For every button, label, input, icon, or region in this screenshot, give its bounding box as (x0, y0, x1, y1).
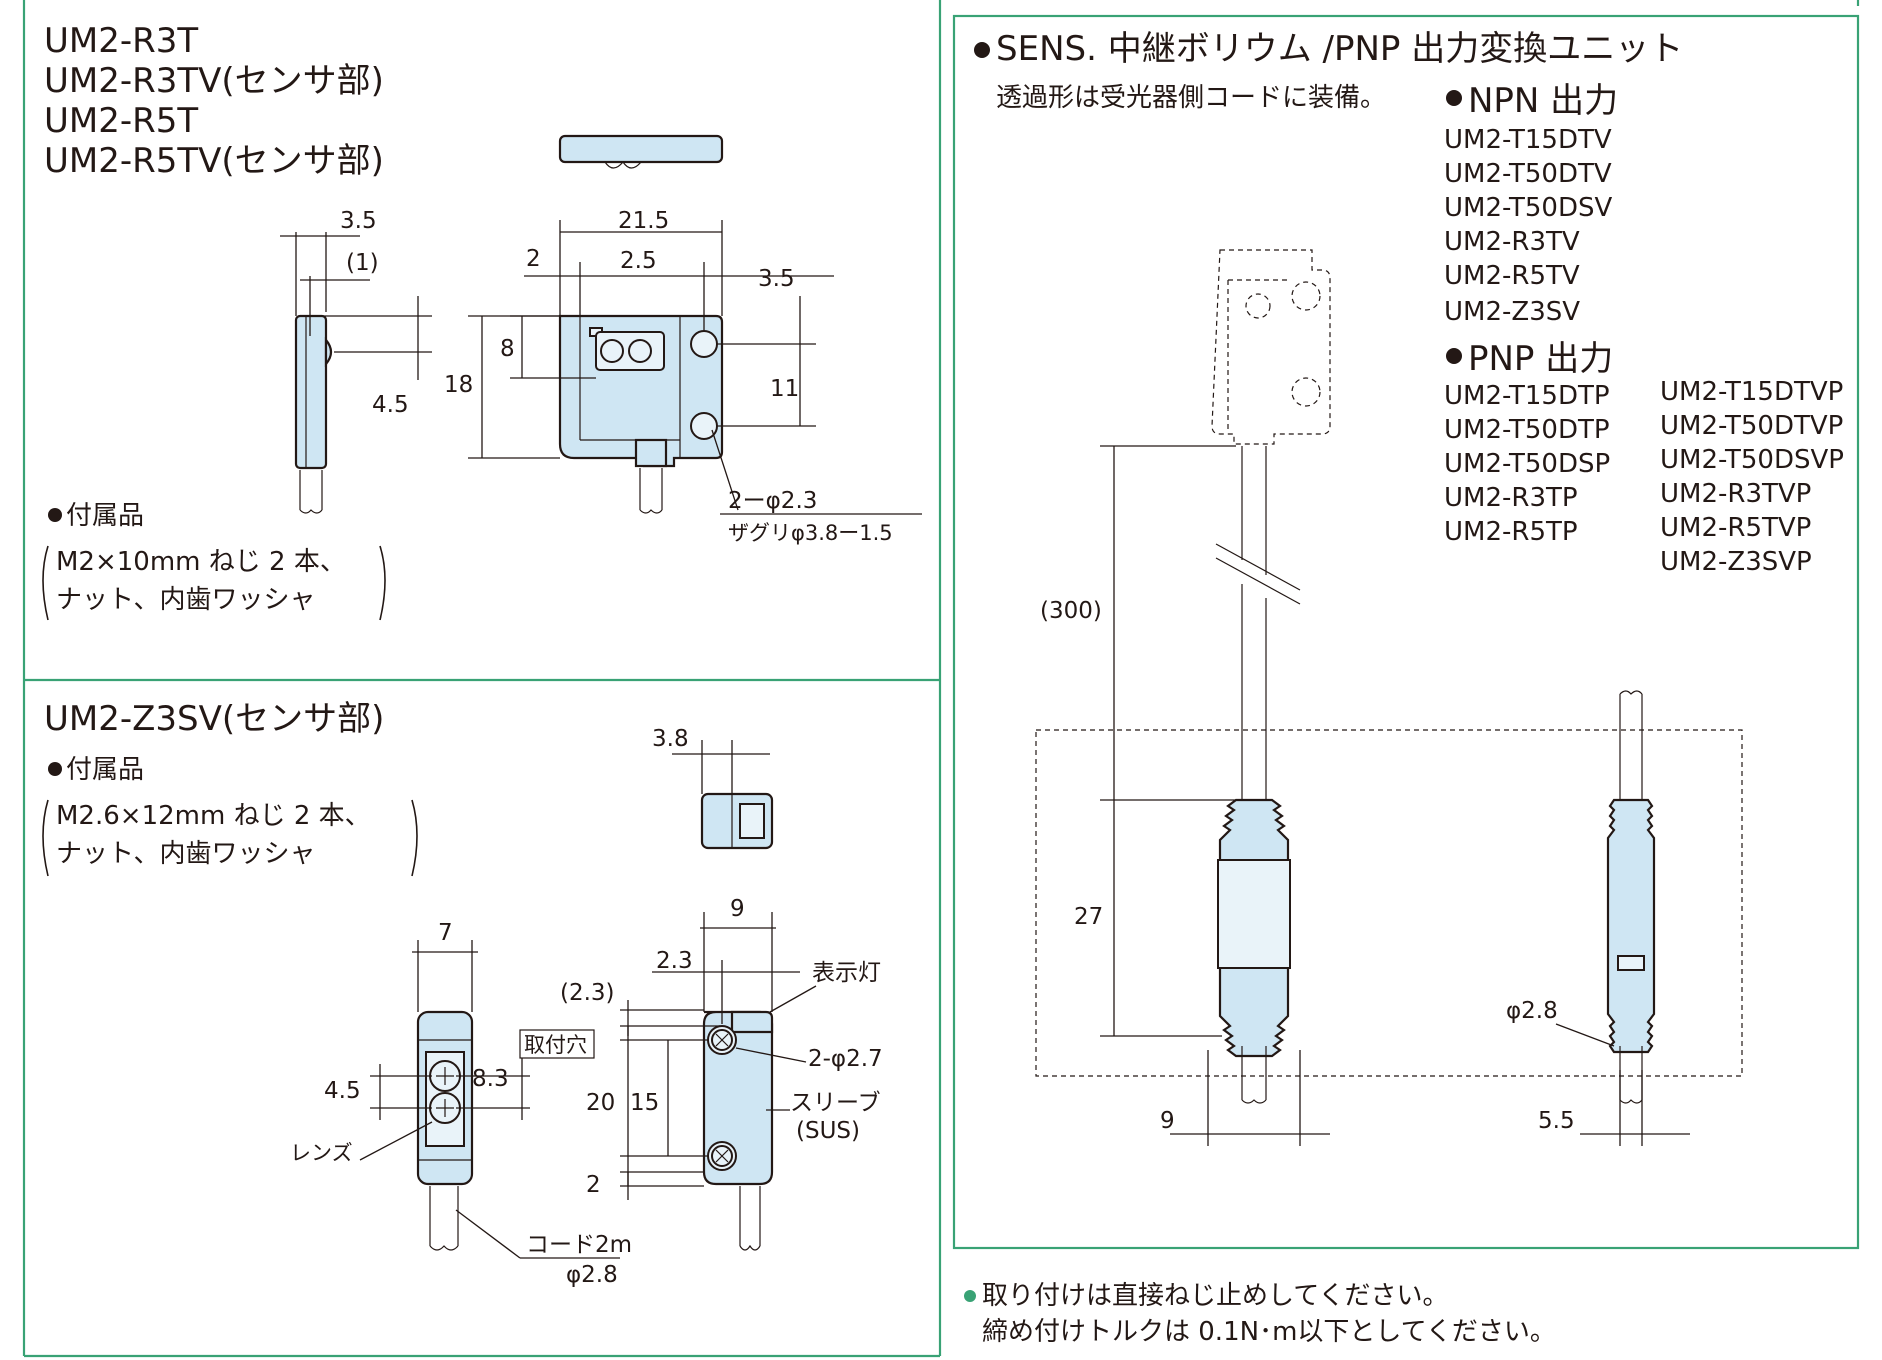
pnp-model: UM2-T50DSP (1444, 449, 1610, 479)
pnp-model: UM2-Z3SVP (1660, 547, 1812, 577)
z3-top-view (672, 740, 774, 850)
dim-2-3-paren: (2.3) (560, 980, 615, 1006)
model-title-1: UM2-R3T (44, 21, 198, 61)
accessory-heading-2: 付属品 (66, 755, 144, 785)
npn-model: UM2-T50DTV (1444, 159, 1612, 189)
accessory-line2-z3: ナット、内歯ワッシャ (56, 839, 315, 869)
dim-300: (300) (1040, 598, 1102, 624)
npn-model: UM2-Z3SV (1444, 297, 1580, 327)
lens-label: レンズ (290, 1141, 353, 1165)
dim-9-relay: 9 (1160, 1108, 1175, 1134)
hole-note-z3: 2-φ2.7 (808, 1046, 883, 1072)
pnp-model-list-b: UM2-T15DTVP UM2-T50DTVP UM2-T50DSVP UM2-… (1660, 377, 1844, 577)
npn-model: UM2-T15DTV (1444, 125, 1612, 155)
dim-4-5: 4.5 (372, 392, 409, 418)
accessory-line1: M2×10mm ねじ 2 本、 (56, 547, 346, 577)
model-title-z3sv: UM2-Z3SV(センサ部) (44, 699, 384, 739)
dim-21-5: 21.5 (618, 208, 669, 234)
accessory-line1-z3: M2.6×12mm ねじ 2 本、 (56, 801, 371, 831)
npn-model: UM2-R5TV (1444, 261, 1580, 291)
dim-3-8: 3.8 (652, 726, 689, 752)
relay-unit-side (1606, 690, 1656, 1104)
left-bottom-panel: UM2-Z3SV(センサ部) 付属品 M2.6×12mm ねじ 2 本、 ナット… (42, 699, 883, 1288)
dim-7: 7 (438, 920, 453, 946)
cord-label-2: φ2.8 (566, 1262, 618, 1288)
panel-frames (22, 0, 1860, 1358)
dim-27: 27 (1074, 904, 1103, 930)
pnp-model: UM2-T50DSVP (1660, 445, 1844, 475)
pnp-model: UM2-T15DTVP (1660, 377, 1843, 407)
model-title-3: UM2-R5T (44, 101, 198, 141)
sensor-side-view (280, 232, 432, 514)
right-subtitle: 透過形は受光器側コードに装備。 (996, 83, 1386, 113)
pnp-model: UM2-T50DTVP (1660, 411, 1843, 441)
hole-note-1: 2ーφ2.3 (728, 488, 817, 514)
npn-model: UM2-T50DSV (1444, 193, 1612, 223)
z3-lens-view (359, 940, 620, 1259)
note-1: 取り付けは直接ねじ止めしてください。 (982, 1281, 1448, 1311)
cord-label-1: コード2m (526, 1232, 632, 1258)
hole-note-2: ザグリφ3.8ー1.5 (728, 521, 893, 545)
pnp-model: UM2-R3TVP (1660, 479, 1811, 509)
sensor-top-view (558, 134, 724, 169)
pnp-heading: PNP 出力 (1468, 339, 1613, 379)
indicator-label: 表示灯 (812, 960, 881, 986)
z3-side-view (620, 912, 817, 1251)
pnp-model-list-a: UM2-T15DTP UM2-T50DTP UM2-T50DSP UM2-R3T… (1444, 381, 1610, 547)
pnp-model: UM2-T15DTP (1444, 381, 1610, 411)
dim-9: 9 (730, 896, 745, 922)
dim-8: 8 (500, 336, 515, 362)
dim-11: 11 (770, 376, 799, 402)
dim-2-8: φ2.8 (1506, 998, 1558, 1024)
accessory-heading-1: 付属品 (66, 501, 144, 531)
npn-model-list: UM2-T15DTV UM2-T50DTV UM2-T50DSV UM2-R3T… (1444, 125, 1612, 327)
pnp-model: UM2-R5TP (1444, 517, 1578, 547)
pnp-model: UM2-T50DTP (1444, 415, 1610, 445)
dim-8-3: 8.3 (472, 1066, 509, 1092)
dim-2-z3: 2 (586, 1172, 601, 1198)
dim-5-5: 5.5 (1538, 1108, 1575, 1134)
relay-dimensions (1100, 445, 1690, 1146)
sleeve-label-2: (SUS) (796, 1118, 860, 1144)
note-2: 締め付けトルクは 0.1N･m以下としてください。 (982, 1317, 1556, 1347)
dim-2-3: 2.3 (656, 948, 693, 974)
model-title-4: UM2-R5TV(センサ部) (44, 141, 384, 181)
pnp-model: UM2-R5TVP (1660, 513, 1811, 543)
dim-15: 15 (630, 1090, 659, 1116)
dashed-sensor-head (1211, 249, 1331, 445)
mount-hole-label: 取付穴 (524, 1033, 587, 1057)
dim-3-5-right: 3.5 (758, 266, 795, 292)
pnp-model: UM2-R3TP (1444, 483, 1578, 513)
dim-1: (1) (346, 250, 379, 276)
accessory-line2: ナット、内歯ワッシャ (56, 585, 315, 615)
sensor-front-view (468, 220, 922, 515)
dim-4-5-z3: 4.5 (324, 1078, 361, 1104)
relay-unit-front (1217, 798, 1291, 1104)
dim-2: 2 (526, 246, 541, 272)
dim-2-5: 2.5 (620, 248, 657, 274)
relay-cord (1215, 446, 1301, 800)
dim-18: 18 (444, 372, 473, 398)
right-title: SENS. 中継ボリウム /PNP 出力変換ユニット (996, 29, 1683, 69)
sleeve-label-1: スリーブ (790, 1090, 881, 1116)
npn-heading: NPN 出力 (1468, 81, 1618, 121)
left-top-panel: UM2-R3T UM2-R3TV(センサ部) UM2-R5T UM2-R5TV(… (42, 21, 922, 621)
notes: 取り付けは直接ねじ止めしてください。 締め付けトルクは 0.1N･m以下としてく… (964, 1281, 1556, 1347)
dim-3-5-top: 3.5 (340, 208, 377, 234)
npn-model: UM2-R3TV (1444, 227, 1580, 257)
dim-20: 20 (586, 1090, 615, 1116)
right-panel: SENS. 中継ボリウム /PNP 出力変換ユニット 透過形は受光器側コードに装… (974, 29, 1844, 1146)
model-title-2: UM2-R3TV(センサ部) (44, 61, 384, 101)
